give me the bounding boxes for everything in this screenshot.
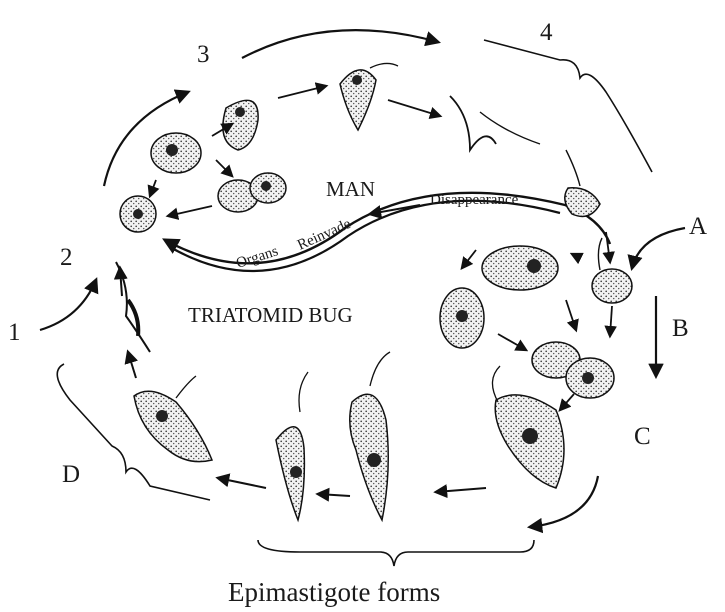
- man-cell-trypomastigote-top: [340, 63, 398, 130]
- bug-cell-right-upper: [592, 238, 632, 303]
- man-flagellate-right: [450, 96, 540, 150]
- label-reinvade: Reinvade: [295, 216, 354, 254]
- label-stage-b: B: [672, 315, 689, 342]
- bug-cell-dividing: [532, 342, 614, 398]
- label-stage-c: C: [634, 423, 651, 450]
- arrow-stage-c: [530, 476, 598, 527]
- label-man: MAN: [326, 177, 375, 201]
- bug-cell-oval-top: [482, 246, 558, 290]
- label-disappearance: Disappearance: [430, 192, 519, 208]
- arrow-bottom-3: [218, 478, 266, 488]
- label-stage-a: A: [689, 213, 707, 240]
- epimastigote-1: [276, 372, 308, 520]
- arrow-small-13: [566, 300, 576, 330]
- arrow-small-9: [572, 254, 580, 258]
- brace-stage-4: [484, 40, 652, 172]
- bug-cell-oval-mid: [440, 288, 484, 348]
- arrow-small-3: [278, 86, 326, 98]
- label-stage-d: D: [62, 461, 80, 488]
- arrow-stage-1: [40, 280, 96, 330]
- man-cell-teardrop: [223, 100, 258, 150]
- label-stage-2: 2: [60, 244, 73, 271]
- arrow-small-10: [462, 250, 476, 268]
- man-cell-cluster-upper: [151, 133, 201, 173]
- label-stage-3: 3: [197, 41, 210, 68]
- label-triatomid-bug: TRIATOMID BUG: [188, 303, 353, 327]
- arrow-small-4: [388, 100, 440, 116]
- epimastigote-2: [350, 352, 390, 520]
- label-stage-4: 4: [540, 19, 553, 46]
- man-cell-amastigote-left: [120, 196, 156, 232]
- bug-cell-large-right: [492, 366, 564, 488]
- arrow-small-6: [216, 160, 232, 176]
- arrow-stage-3: [242, 30, 438, 58]
- bug-cell-left-lower: [134, 376, 212, 462]
- arrow-small-5: [168, 206, 212, 216]
- arrow-left-1: [128, 352, 136, 378]
- arrow-small-11: [498, 334, 526, 350]
- man-cell-pair: [218, 173, 286, 212]
- brace-epimastigote: [258, 540, 534, 566]
- arrow-small-12: [560, 394, 574, 410]
- man-cell-right: [565, 150, 600, 216]
- arrow-bottom-2: [318, 494, 350, 496]
- label-stage-1: 1: [8, 319, 21, 346]
- label-organs: Organs: [234, 243, 280, 272]
- arrow-bottom-1: [436, 488, 486, 492]
- arrow-stage-a: [632, 228, 685, 268]
- arrow-small-8: [610, 306, 612, 336]
- caption-epimastigote-forms: Epimastigote forms: [228, 577, 440, 607]
- arrow-small-1: [150, 180, 156, 196]
- arrow-small-7: [606, 232, 610, 262]
